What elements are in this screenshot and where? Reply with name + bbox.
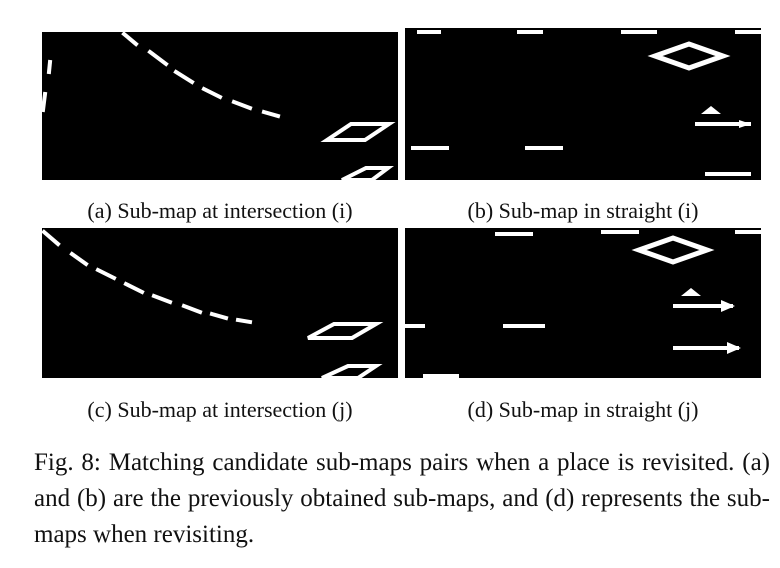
subcaption-b: (b) Sub-map in straight (i) bbox=[467, 198, 699, 223]
panel-a-image bbox=[42, 32, 398, 180]
panel-d-image bbox=[405, 228, 761, 378]
subcaption-c: (c) Sub-map at intersection (j) bbox=[87, 397, 353, 422]
submap-a-drawing bbox=[42, 32, 396, 180]
panel-b-image bbox=[405, 28, 761, 180]
subcaption-a: (a) Sub-map at intersection (i) bbox=[87, 198, 353, 223]
panel-c-image bbox=[42, 228, 398, 378]
submap-c-drawing bbox=[42, 229, 384, 378]
figure-caption: Fig. 8: Matching candidate sub-maps pair… bbox=[34, 449, 770, 548]
subcaption-d: (d) Sub-map in straight (j) bbox=[467, 397, 699, 422]
submap-b-drawing bbox=[411, 30, 761, 176]
submap-d-drawing bbox=[405, 230, 761, 378]
